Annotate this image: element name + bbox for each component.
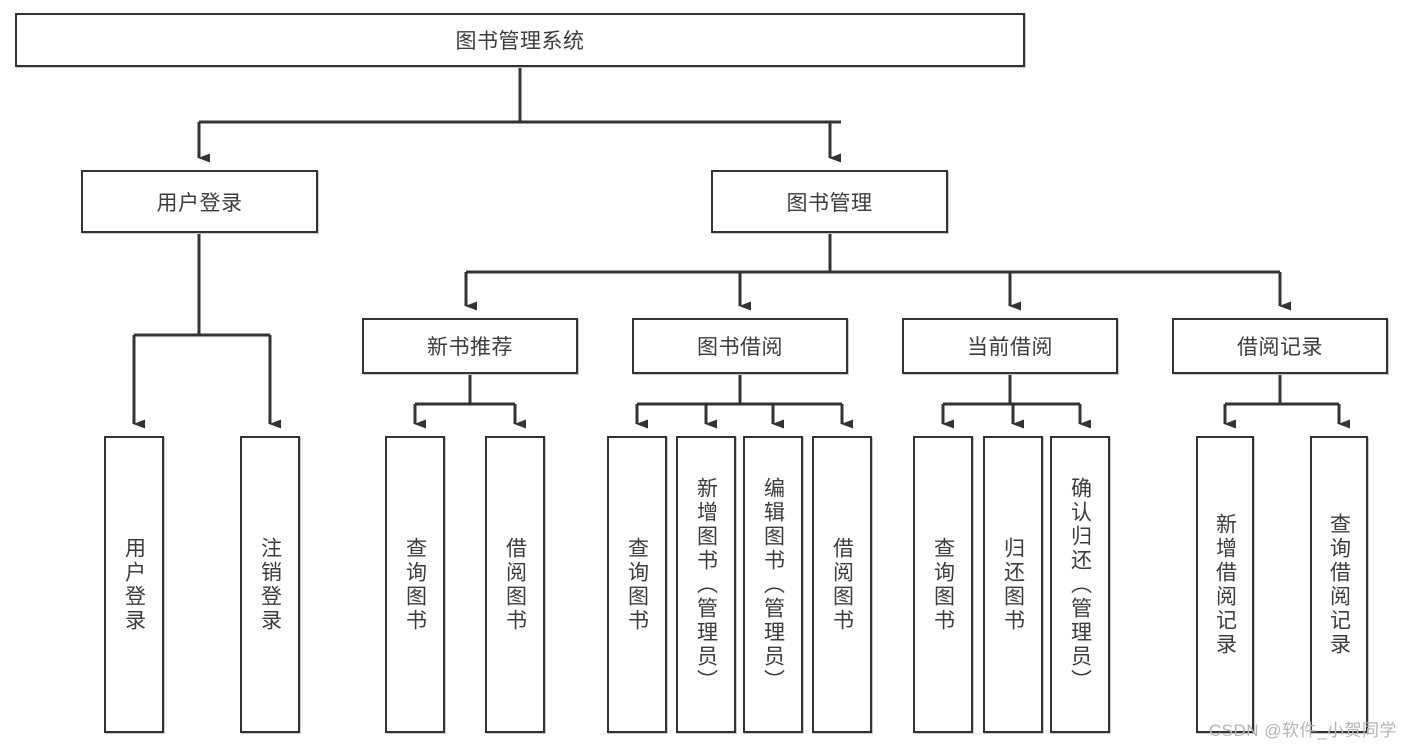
node-leaf-user-login-label: 用户登录 (122, 536, 146, 633)
node-leaf-borrow-borrow-book[interactable]: 借阅图书 (812, 436, 872, 733)
node-leaf-rec-query-book[interactable]: 查询图书 (385, 436, 445, 733)
node-user-login[interactable]: 用户登录 (81, 170, 318, 233)
node-book-borrow[interactable]: 图书借阅 (632, 318, 848, 374)
node-new-book-rec-label: 新书推荐 (427, 336, 513, 359)
node-leaf-rec-borrow-book-label: 借阅图书 (503, 536, 527, 633)
node-book-manage[interactable]: 图书管理 (711, 170, 948, 233)
node-leaf-borrow-add-book[interactable]: 新增图书（管理员） (676, 436, 736, 733)
node-root-system[interactable]: 图书管理系统 (15, 13, 1025, 67)
node-leaf-record-add[interactable]: 新增借阅记录 (1196, 436, 1254, 733)
node-leaf-user-logout-label: 注销登录 (258, 536, 282, 633)
node-leaf-rec-borrow-book[interactable]: 借阅图书 (485, 436, 545, 733)
csdn-watermark: CSDN @软件_小贺同学 (1208, 721, 1397, 740)
node-leaf-user-login[interactable]: 用户登录 (104, 436, 164, 733)
node-user-login-label: 用户登录 (156, 191, 243, 215)
node-book-manage-label: 图书管理 (786, 191, 873, 215)
node-borrow-record[interactable]: 借阅记录 (1172, 318, 1388, 374)
node-leaf-current-return-book[interactable]: 归还图书 (983, 436, 1043, 733)
node-leaf-rec-query-book-label: 查询图书 (403, 536, 427, 633)
node-current-borrow[interactable]: 当前借阅 (902, 318, 1118, 374)
node-leaf-current-confirm-return-label: 确认归还（管理员） (1068, 476, 1092, 693)
node-leaf-borrow-borrow-book-label: 借阅图书 (830, 536, 854, 633)
node-leaf-record-query-label: 查询借阅记录 (1327, 512, 1351, 657)
node-leaf-current-query-book-label: 查询图书 (931, 536, 955, 633)
node-leaf-user-logout[interactable]: 注销登录 (240, 436, 300, 733)
node-root-label: 图书管理系统 (455, 30, 585, 53)
node-borrow-record-label: 借阅记录 (1237, 336, 1323, 359)
node-leaf-record-query[interactable]: 查询借阅记录 (1310, 436, 1368, 733)
node-leaf-borrow-query-book[interactable]: 查询图书 (607, 436, 667, 733)
node-leaf-borrow-edit-book-label: 编辑图书（管理员） (761, 476, 785, 693)
node-leaf-current-return-book-label: 归还图书 (1001, 536, 1025, 633)
node-current-borrow-label: 当前借阅 (967, 336, 1053, 359)
node-leaf-current-confirm-return[interactable]: 确认归还（管理员） (1050, 436, 1110, 733)
node-leaf-current-query-book[interactable]: 查询图书 (913, 436, 973, 733)
node-leaf-record-add-label: 新增借阅记录 (1213, 512, 1237, 657)
node-book-borrow-label: 图书借阅 (697, 336, 783, 359)
node-new-book-rec[interactable]: 新书推荐 (362, 318, 578, 374)
node-leaf-borrow-query-book-label: 查询图书 (625, 536, 649, 633)
node-leaf-borrow-edit-book[interactable]: 编辑图书（管理员） (743, 436, 803, 733)
node-leaf-borrow-add-book-label: 新增图书（管理员） (694, 476, 718, 693)
